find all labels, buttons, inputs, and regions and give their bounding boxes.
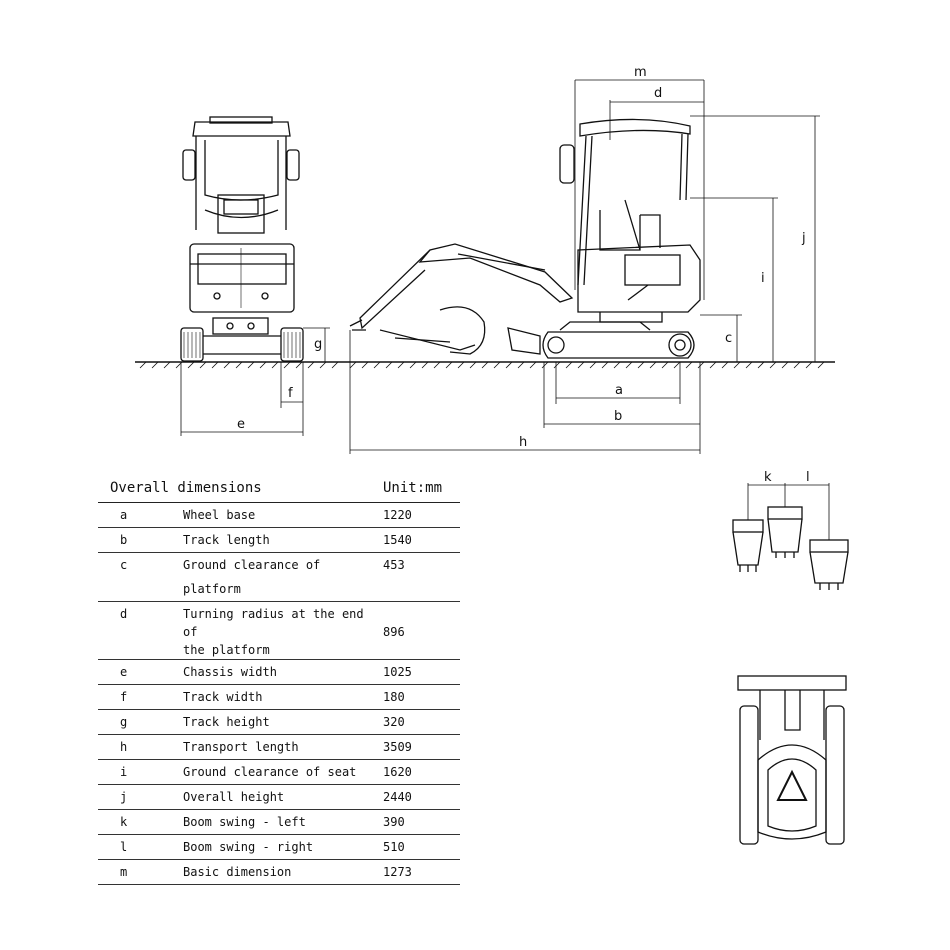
- row-name-line1: Turning radius at the end of: [183, 607, 364, 639]
- table-row: g Track height 320: [98, 709, 460, 735]
- dim-label-h: h: [519, 435, 527, 450]
- table-row: j Overall height 2440: [98, 784, 460, 810]
- row-value: 1273: [383, 859, 460, 885]
- table-title: Overall dimensions: [98, 476, 383, 503]
- dim-label-m: m: [634, 65, 647, 80]
- row-key: e: [98, 659, 183, 685]
- dim-label-i: i: [761, 271, 765, 286]
- row-key: k: [98, 809, 183, 835]
- overall-dimensions-table: Overall dimensions Unit:mm a Wheel base …: [98, 476, 460, 885]
- row-value: 1620: [383, 759, 460, 785]
- row-key: f: [98, 684, 183, 710]
- row-name: Turning radius at the end of the platfor…: [183, 601, 383, 660]
- table-row: l Boom swing - right 510: [98, 834, 460, 860]
- row-value: 896: [383, 601, 460, 660]
- row-key: m: [98, 859, 183, 885]
- row-value: 1220: [383, 502, 460, 528]
- row-value: 510: [383, 834, 460, 860]
- dim-label-k: k: [764, 470, 772, 485]
- row-name: Transport length: [183, 734, 383, 760]
- table-row: i Ground clearance of seat 1620: [98, 759, 460, 785]
- row-name: Track length: [183, 527, 383, 553]
- dimension-lines: [180, 79, 830, 540]
- table-row: h Transport length 3509: [98, 734, 460, 760]
- row-name: Wheel base: [183, 502, 383, 528]
- row-name: Basic dimension: [183, 859, 383, 885]
- dim-label-f: f: [288, 386, 293, 401]
- dim-label-d: d: [654, 86, 662, 101]
- row-value: 2440: [383, 784, 460, 810]
- dim-label-a: a: [615, 383, 623, 398]
- boom-swing-diagram: [732, 506, 849, 590]
- dim-label-l: l: [806, 470, 810, 485]
- row-name: Track height: [183, 709, 383, 735]
- row-key: i: [98, 759, 183, 785]
- row-value: 320: [383, 709, 460, 735]
- row-key: g: [98, 709, 183, 735]
- bucket-center: [767, 506, 803, 558]
- row-key: h: [98, 734, 183, 760]
- row-value: 3509: [383, 734, 460, 760]
- row-key: j: [98, 784, 183, 810]
- dim-label-c: c: [725, 331, 732, 346]
- row-name: Overall height: [183, 784, 383, 810]
- row-value: 1540: [383, 527, 460, 553]
- row-key: l: [98, 834, 183, 860]
- table-row: a Wheel base 1220: [98, 502, 460, 528]
- table-row: m Basic dimension 1273: [98, 859, 460, 885]
- row-name: Chassis width: [183, 659, 383, 685]
- row-value: 180: [383, 684, 460, 710]
- table-unit: Unit:mm: [383, 476, 460, 503]
- dim-label-e: e: [237, 417, 245, 432]
- row-key: b: [98, 527, 183, 553]
- excavator-side-view: [349, 118, 701, 359]
- row-name: Ground clearance of platform: [183, 552, 383, 602]
- excavator-front-view: [180, 116, 304, 362]
- table-row: k Boom swing - left 390: [98, 809, 460, 835]
- row-value: 390: [383, 809, 460, 835]
- dim-label-g: g: [314, 337, 322, 352]
- row-name: Boom swing - right: [183, 834, 383, 860]
- bucket-right: [809, 539, 849, 590]
- table-row: f Track width 180: [98, 684, 460, 710]
- row-key: c: [98, 552, 183, 602]
- table-row: c Ground clearance of platform 453: [98, 552, 460, 602]
- dim-label-j: j: [801, 231, 806, 246]
- row-value: 1025: [383, 659, 460, 685]
- table-row: d Turning radius at the end of the platf…: [98, 601, 460, 660]
- bucket-left: [732, 519, 764, 572]
- row-name: Boom swing - left: [183, 809, 383, 835]
- table-row: b Track length 1540: [98, 527, 460, 553]
- ground-line: [135, 361, 835, 369]
- excavator-top-view: [737, 675, 847, 845]
- row-key: a: [98, 502, 183, 528]
- row-name-line2: the platform: [183, 643, 270, 657]
- row-name: Track width: [183, 684, 383, 710]
- dim-label-b: b: [614, 409, 622, 424]
- row-name: Ground clearance of seat: [183, 759, 383, 785]
- row-value: 453: [383, 552, 460, 602]
- table-row: e Chassis width 1025: [98, 659, 460, 685]
- row-key: d: [98, 601, 183, 660]
- table-header-row: Overall dimensions Unit:mm: [98, 476, 460, 503]
- dimension-labels: m d j i c g f e a b h k l: [237, 65, 810, 485]
